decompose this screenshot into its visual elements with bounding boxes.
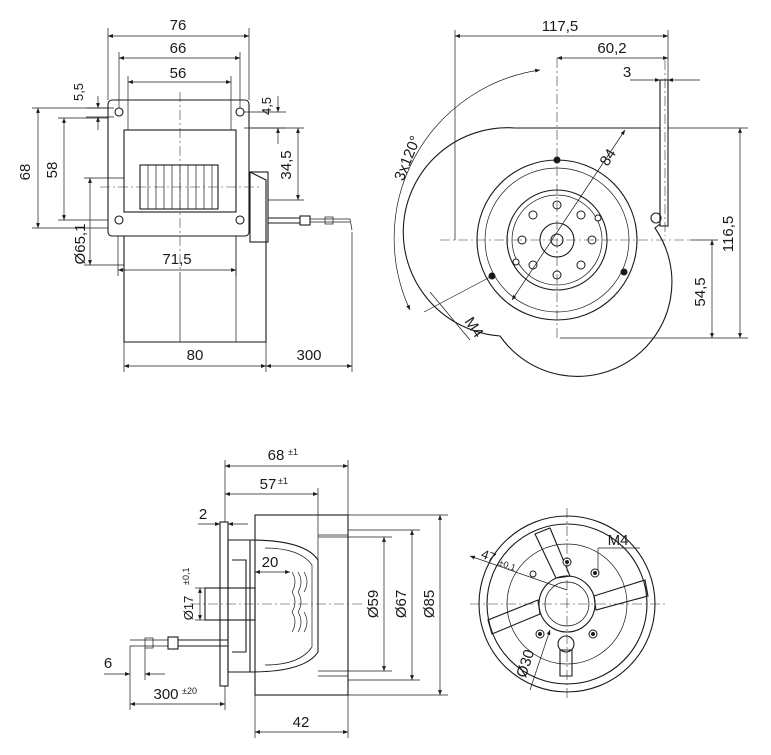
mount-hole bbox=[235, 107, 245, 117]
dim-cable-6: 6 bbox=[104, 655, 112, 672]
mount-point bbox=[620, 268, 628, 276]
outlet-flange bbox=[659, 79, 669, 227]
face-cable-exit bbox=[559, 649, 573, 677]
dim-height-68: 68 bbox=[17, 164, 34, 181]
dim-cable-300-tolerance: ±20 bbox=[182, 686, 197, 696]
dim-thread-m4: M4 bbox=[461, 314, 487, 341]
section-cable bbox=[130, 636, 228, 650]
mount-hole bbox=[114, 215, 124, 225]
side-view: 3x120° 117,5 60,2 3 84 M4 116,5 54,5 bbox=[391, 18, 748, 377]
motor-box bbox=[249, 171, 269, 243]
dim-height-58: 58 bbox=[44, 162, 61, 179]
dim-cable-300: 300 bbox=[296, 347, 321, 364]
dim-diameter-65-1: Ø65,1 bbox=[72, 224, 89, 265]
dim-height-34-5: 34,5 bbox=[278, 150, 295, 179]
face-diameter-30: Ø30 bbox=[513, 647, 538, 679]
dim-width-56: 56 bbox=[170, 65, 187, 82]
outer-shell bbox=[254, 514, 349, 696]
face-pitch-47: 47 bbox=[479, 546, 498, 565]
dim-flange-2: 2 bbox=[199, 506, 207, 523]
dim-width-117-5: 117,5 bbox=[542, 18, 578, 35]
face-spokes bbox=[487, 527, 649, 635]
screw bbox=[650, 212, 662, 224]
face-view: M4 47 ±0,1 Ø30 bbox=[469, 508, 665, 700]
dim-height-54-5: 54,5 bbox=[692, 277, 709, 306]
dim-flange-3: 3 bbox=[623, 64, 631, 81]
dim-length-57: 57 bbox=[260, 476, 277, 493]
dim-diameter-67: Ø67 bbox=[393, 590, 410, 618]
dim-length-57-tolerance: ±1 bbox=[278, 476, 288, 486]
face-thread-m4: M4 bbox=[608, 532, 629, 549]
dim-length-42: 42 bbox=[293, 714, 310, 731]
dim-width-60-2: 60,2 bbox=[597, 40, 626, 57]
volute-housing bbox=[402, 127, 673, 377]
mount-hole bbox=[235, 215, 245, 225]
section-view: 68 ±1 57 ±1 2 20 Ø17 ±0,1 Ø59 Ø67 bbox=[104, 447, 448, 738]
section-blades bbox=[291, 571, 308, 633]
dim-width-80: 80 bbox=[187, 347, 204, 364]
dim-height-116-5: 116,5 bbox=[720, 216, 737, 252]
mount-hole bbox=[114, 107, 124, 117]
dim-depth-20: 20 bbox=[262, 554, 279, 571]
face-holes bbox=[529, 557, 600, 639]
power-cable bbox=[268, 215, 353, 231]
dim-shaft-17-tolerance: ±0,1 bbox=[181, 568, 191, 585]
dim-width-71-5: 71,5 bbox=[162, 251, 191, 268]
front-view: 76 66 56 5,5 4,5 34,5 68 bbox=[17, 17, 353, 372]
face-pitch-47-tolerance: ±0,1 bbox=[497, 557, 517, 572]
dim-length-68: 68 bbox=[268, 447, 285, 464]
section-impeller bbox=[249, 539, 319, 673]
dim-width-76: 76 bbox=[170, 17, 187, 34]
dim-hole-5-5: 5,5 bbox=[71, 83, 86, 101]
dim-diameter-85: Ø85 bbox=[421, 590, 438, 618]
dim-width-66: 66 bbox=[170, 40, 187, 57]
dim-diameter-59: Ø59 bbox=[365, 590, 382, 618]
flange-plate bbox=[107, 99, 250, 237]
dim-hole-4-5: 4,5 bbox=[259, 97, 274, 115]
dim-shaft-17: Ø17 bbox=[181, 596, 196, 621]
dim-cable-300: 300 bbox=[153, 686, 178, 703]
blower-housing bbox=[123, 171, 267, 343]
dim-length-68-tolerance: ±1 bbox=[288, 447, 298, 457]
dim-diameter-84: 84 bbox=[597, 146, 620, 169]
